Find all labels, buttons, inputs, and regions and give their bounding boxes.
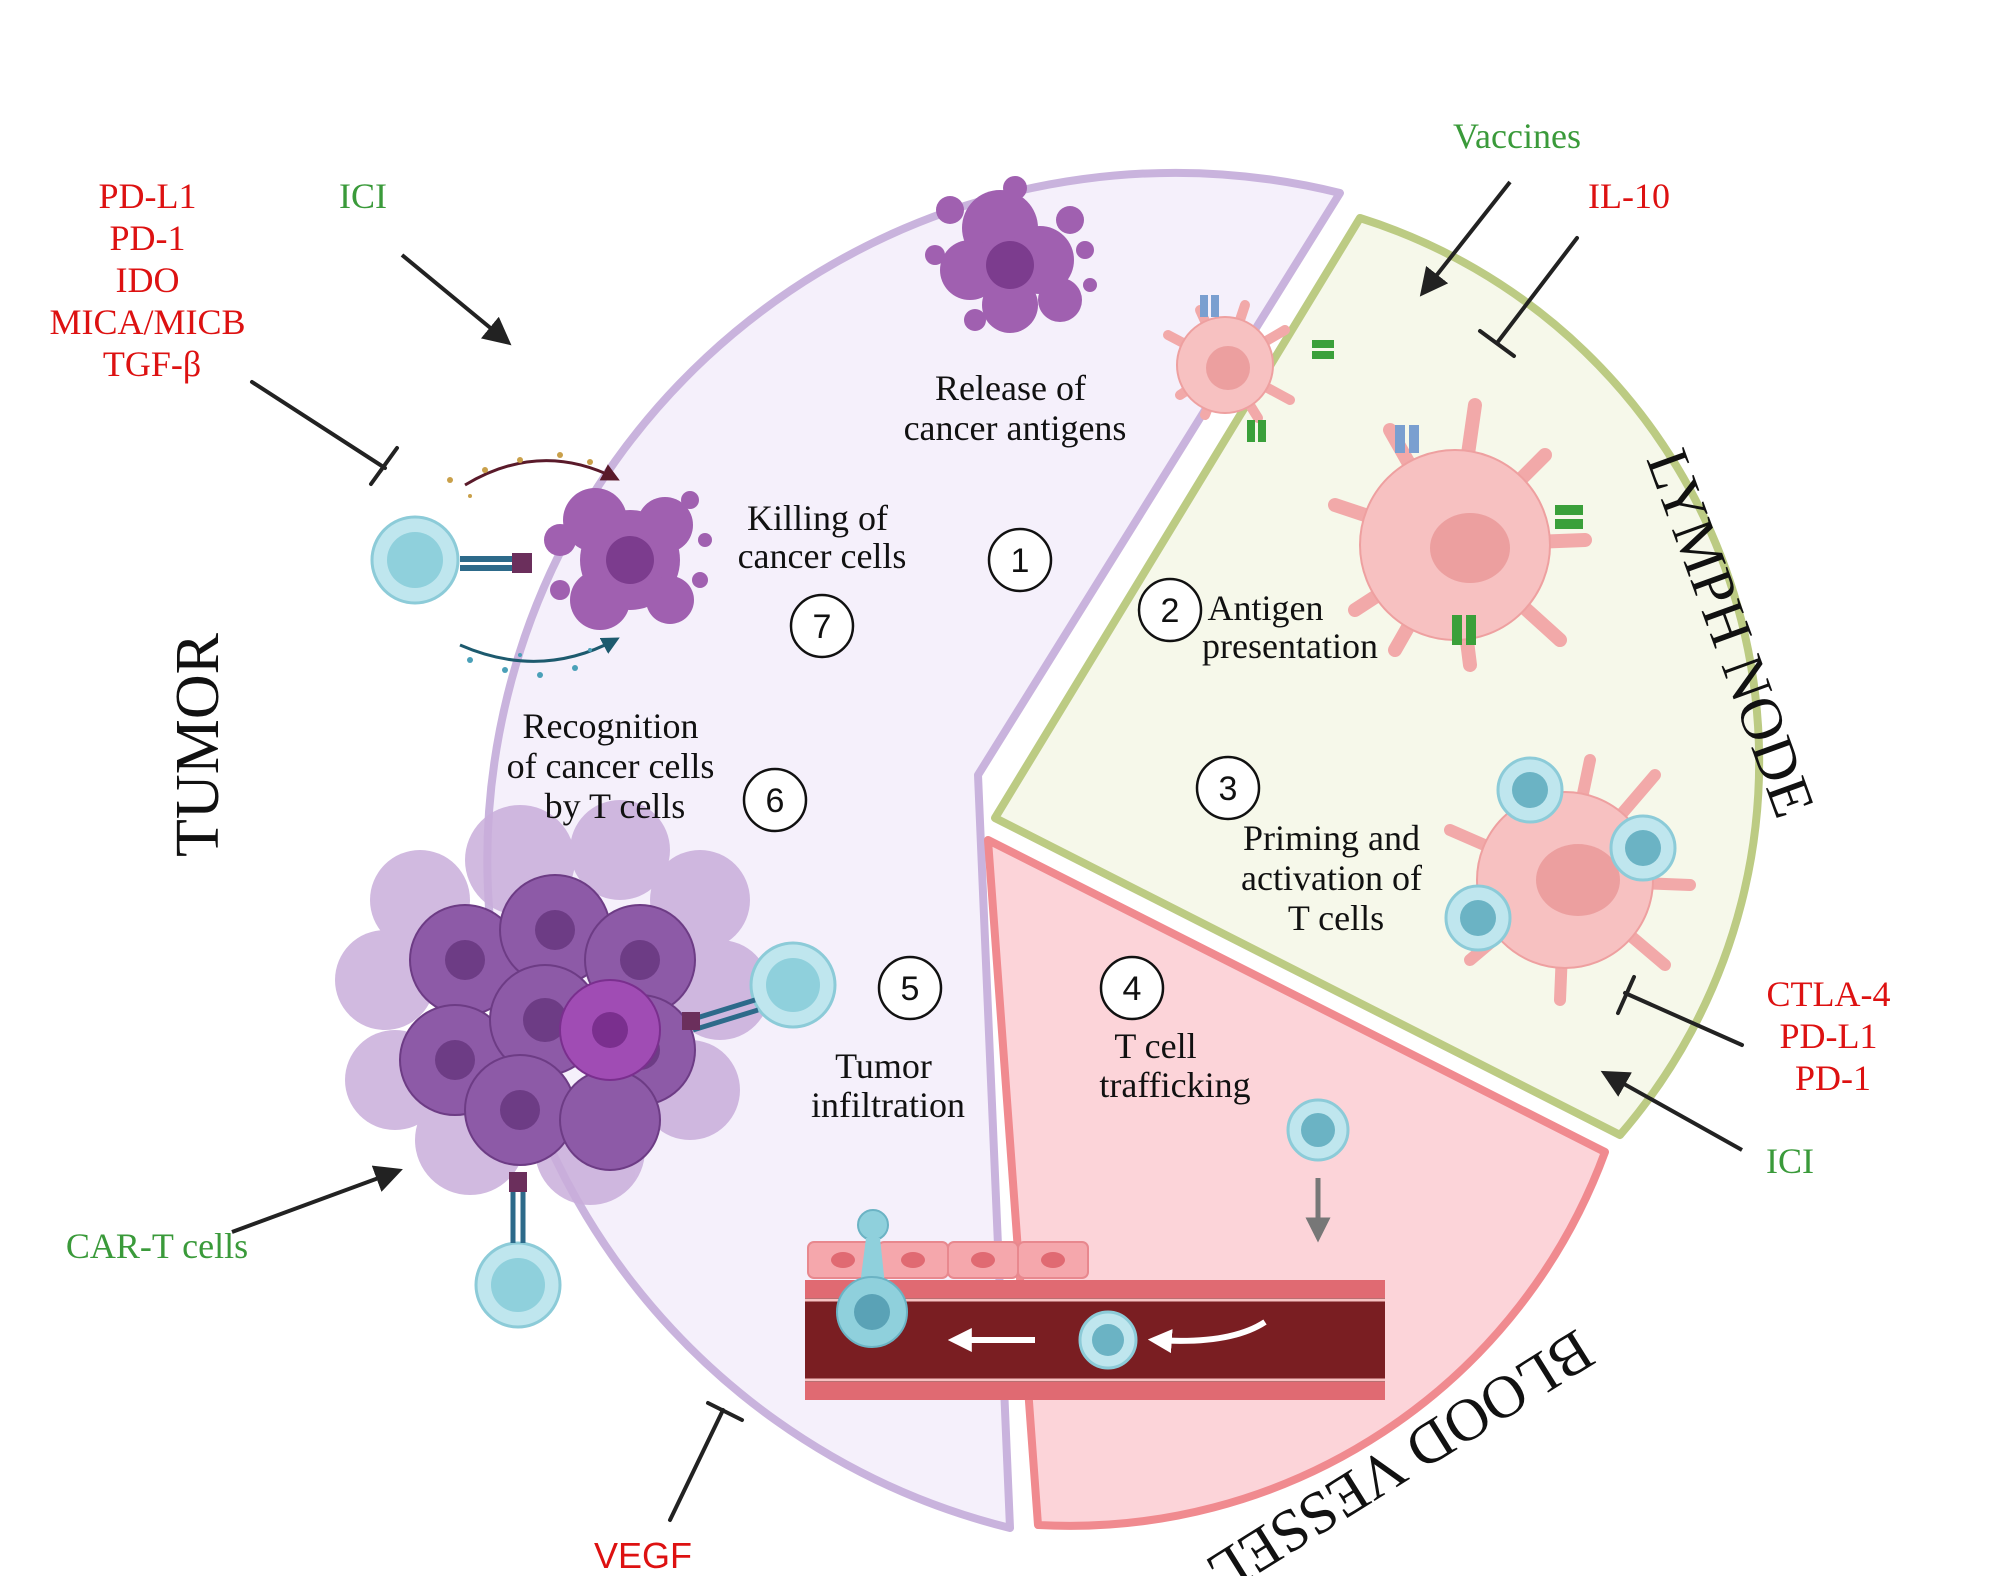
- step-label: Release of cancer antigens: [904, 368, 1127, 448]
- step-label: Antigen presentation: [1202, 588, 1378, 666]
- stimulate-arrow-icon: [231, 1165, 403, 1234]
- step-number: 7: [813, 608, 832, 646]
- step-label-line: T cell: [1114, 1026, 1196, 1066]
- step-4: 4 T cell trafficking: [1099, 955, 1251, 1105]
- release-arc-top: [464, 459, 620, 487]
- step-number-circle: [1137, 577, 1203, 643]
- inhibitor-vegf: VEGF: [594, 1535, 692, 1576]
- inhibitor-item: PD-1: [109, 218, 185, 258]
- stimulate-arrow-icon: [1600, 1070, 1743, 1152]
- step-number: 4: [1123, 970, 1142, 1008]
- t-cell-icon: [370, 515, 532, 605]
- t-cell-icon: [1496, 756, 1564, 824]
- step-number-circle: [742, 767, 808, 833]
- inhibit-bar-icon: [1478, 236, 1579, 358]
- inhibitor-item: CTLA-4: [1767, 974, 1891, 1014]
- step-label-line: Release of: [935, 368, 1086, 408]
- t-cell-icon: [1609, 814, 1677, 882]
- t-cell-icon: [1444, 884, 1512, 952]
- t-cell-icon: [474, 1172, 562, 1329]
- step-7: 7 Killing of cancer cells: [738, 498, 907, 659]
- step-number: 3: [1219, 770, 1238, 808]
- step-number: 2: [1161, 592, 1180, 630]
- step-number-circle: [1099, 955, 1165, 1021]
- inhibitor-item: MICA/MICB: [49, 302, 245, 342]
- tumor-title: TUMOR: [164, 632, 232, 857]
- step-5: 5 Tumor infiltration: [811, 955, 965, 1125]
- stimulator-ici-lymph: ICI: [1766, 1141, 1814, 1181]
- inhibitor-item: PD-L1: [1780, 1016, 1878, 1056]
- inhibitor-item: IDO: [116, 260, 180, 300]
- step-number-circle: [789, 593, 855, 659]
- step-label-line: Tumor: [835, 1046, 932, 1086]
- receptor-icon: [1200, 295, 1219, 317]
- step-label-line: Killing of: [747, 498, 888, 538]
- step-label-line: by T cells: [545, 786, 686, 826]
- step-label: Priming and activation of T cells: [1241, 818, 1431, 938]
- step-label-line: cancer cells: [738, 536, 907, 576]
- stimulator-ici-tumor: ICI: [339, 176, 387, 216]
- step-label-line: cancer antigens: [904, 408, 1127, 448]
- granule-dots-icon: [447, 452, 593, 498]
- granule-dots-icon: [467, 648, 592, 678]
- release-arc-bottom: [459, 637, 620, 663]
- step-3: 3 Priming and activation of T cells: [1195, 755, 1431, 938]
- inhibitor-item: PD-L1: [99, 176, 197, 216]
- step-label: Recognition of cancer cells by T cells: [507, 706, 724, 826]
- t-cell-icon: [682, 941, 837, 1033]
- stimulate-arrow-icon: [1419, 180, 1512, 297]
- stimulator-car-t: CAR-T cells: [66, 1226, 248, 1266]
- step-label-line: Recognition: [523, 706, 699, 746]
- stimulate-arrow-icon: [400, 253, 512, 346]
- cancer-cell-icon: [544, 488, 712, 630]
- inhibitor-il10: IL-10: [1588, 176, 1670, 216]
- receptor-icon: [1247, 340, 1334, 442]
- inhibitor-list-tumor: PD-L1 PD-1 IDO MICA/MICB TGF-β: [49, 176, 254, 384]
- receptor-icon: [1395, 425, 1419, 453]
- step-label: Killing of cancer cells: [738, 498, 907, 576]
- dendritic-cell-icon: [1444, 754, 1696, 1006]
- inhibit-bar-icon: [250, 380, 399, 486]
- inhibit-bar-icon: [668, 1401, 744, 1522]
- inhibit-bar-icon: [1616, 975, 1744, 1047]
- step-label: T cell trafficking: [1099, 1026, 1250, 1105]
- t-cell-icon: [1286, 1098, 1350, 1162]
- t-cell-icon: [836, 1209, 908, 1348]
- step-6: 6 Recognition of cancer cells by T cells: [507, 706, 808, 833]
- step-number: 5: [901, 970, 920, 1008]
- step-number-circle: [987, 527, 1053, 593]
- step-label: Tumor infiltration: [811, 1046, 965, 1125]
- step-number-circle: [1195, 755, 1261, 821]
- step-number: 6: [766, 782, 785, 820]
- cancer-antigen-cluster-icon: [925, 176, 1097, 333]
- dendritic-cell-icon: [1328, 398, 1592, 672]
- step-label-line: infiltration: [811, 1085, 965, 1125]
- stimulator-vaccines: Vaccines: [1453, 116, 1581, 156]
- step-label-line: Priming and: [1243, 818, 1420, 858]
- inhibitor-list-lymph: CTLA-4 PD-L1 PD-1: [1767, 974, 1900, 1098]
- step-number-circle: [877, 955, 943, 1021]
- dendritic-cell-icon: [1163, 295, 1334, 442]
- step-label-line: T cells: [1288, 898, 1384, 938]
- receptor-icon: [1452, 505, 1583, 645]
- step-label-line: trafficking: [1099, 1065, 1250, 1105]
- t-cell-icon: [1078, 1310, 1138, 1370]
- inhibitor-item: TGF-β: [103, 344, 201, 384]
- step-label-line: of cancer cells: [507, 746, 715, 786]
- step-label-line: activation of: [1241, 858, 1422, 898]
- step-2: 2 Antigen presentation: [1137, 577, 1378, 666]
- step-label-line: presentation: [1202, 626, 1378, 666]
- step-number: 1: [1011, 542, 1030, 580]
- tumor-mass-icon: [335, 800, 770, 1205]
- inhibitor-item: PD-1: [1795, 1058, 1871, 1098]
- step-1: 1 Release of cancer antigens: [904, 368, 1127, 593]
- step-label-line: Antigen: [1208, 588, 1324, 628]
